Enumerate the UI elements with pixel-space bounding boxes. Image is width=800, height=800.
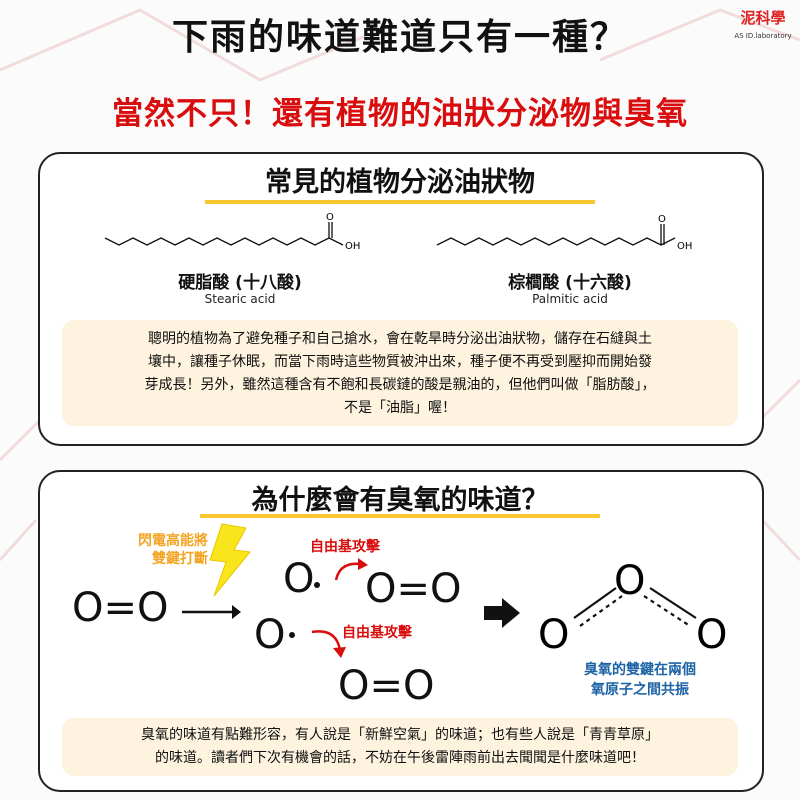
stearic-acid-name: 硬脂酸 (十八酸) xyxy=(178,273,302,293)
oxygen-molecule: O=O xyxy=(338,663,435,709)
oxygen-molecule: O=O xyxy=(365,566,462,612)
stearic-acid-english: Stearic acid xyxy=(204,292,276,306)
logo-subtext: AS ID.laboratory xyxy=(734,32,792,40)
description-line: 臭氧的味道有點難形容，有人說是「新鮮空氣」的味道；也有些人說是「青青草原」 xyxy=(141,727,659,743)
hydroxyl-label: OH xyxy=(345,241,360,252)
lightning-bolt-icon xyxy=(209,523,251,597)
page-title: 下雨的味道難道只有一種？ xyxy=(171,17,628,58)
hydroxyl-label: OH xyxy=(677,241,692,252)
description-line: 聰明的植物為了避免種子和自己搶水，會在乾旱時分泌出油狀物，儲存在石縫與土 xyxy=(148,331,652,347)
oxygen-molecule: O=O xyxy=(72,585,169,631)
title-highlight xyxy=(200,514,600,518)
description-line: 壤中，讓種子休眠，而當下雨時這些物質被沖出來，種子便不再受到壓抑而開始發 xyxy=(148,354,652,370)
section2-title: 為什麼會有臭氧的味道？ xyxy=(251,485,549,516)
lightning-label: 閃電高能將 雙鍵打斷 xyxy=(138,533,208,567)
ozone-atom: O xyxy=(614,558,645,604)
ozone-description: 臭氧的味道有點難形容，有人說是「新鮮空氣」的味道；也有些人說是「青青草原」 的味… xyxy=(62,718,738,776)
radical-attack-label: 自由基攻擊 xyxy=(342,625,412,641)
ozone-atom: O xyxy=(538,612,569,656)
description-line: 芽成長！另外，雖然這種含有不飽和長碳鏈的酸是親油的，但他們叫做「脂肪酸」， xyxy=(144,377,656,393)
brand-logo: 泥科學 AS ID.laboratory xyxy=(734,4,792,48)
section1-title: 常見的植物分泌油狀物 xyxy=(265,167,535,198)
reaction-arrow xyxy=(182,605,241,619)
oxygen-label: O xyxy=(658,214,666,225)
curved-arrow-icon xyxy=(334,558,368,581)
oxygen-radical: O xyxy=(254,612,286,658)
palmitic-acid-structure: O OH xyxy=(436,214,692,252)
palmitic-acid-name: 棕櫚酸 (十六酸) xyxy=(508,273,632,293)
radical-attack-label: 自由基攻擊 xyxy=(310,539,380,555)
oxygen-radical: O xyxy=(283,556,315,602)
ozone-resonance-label: 臭氧的雙鍵在兩個 氧原子之間共振 xyxy=(584,662,696,698)
palmitic-acid-english: Palmitic acid xyxy=(532,292,608,306)
radical-dot xyxy=(314,582,320,588)
title-highlight xyxy=(205,200,595,204)
description-line: 不是「油脂」喔！ xyxy=(344,400,456,416)
stearic-acid-structure: O OH xyxy=(104,212,360,252)
radical-dot xyxy=(289,632,295,638)
curved-arrow-icon xyxy=(311,630,346,658)
description-line: 的味道。讀者們下次有機會的話，不妨在午後雷陣雨前出去聞聞是什麼味道吧！ xyxy=(155,750,645,766)
ozone-atom: O xyxy=(696,612,727,656)
plant-oil-description: 聰明的植物為了避免種子和自己搶水，會在乾旱時分泌出油狀物，儲存在石縫與土 壤中，… xyxy=(62,320,738,426)
ozone-structure: O O O xyxy=(538,558,727,656)
oxygen-label: O xyxy=(326,212,334,223)
page-subtitle: 當然不只！還有植物的油狀分泌物與臭氧 xyxy=(112,96,688,132)
logo-text: 泥科學 xyxy=(740,9,786,27)
result-arrow-icon xyxy=(484,598,520,628)
